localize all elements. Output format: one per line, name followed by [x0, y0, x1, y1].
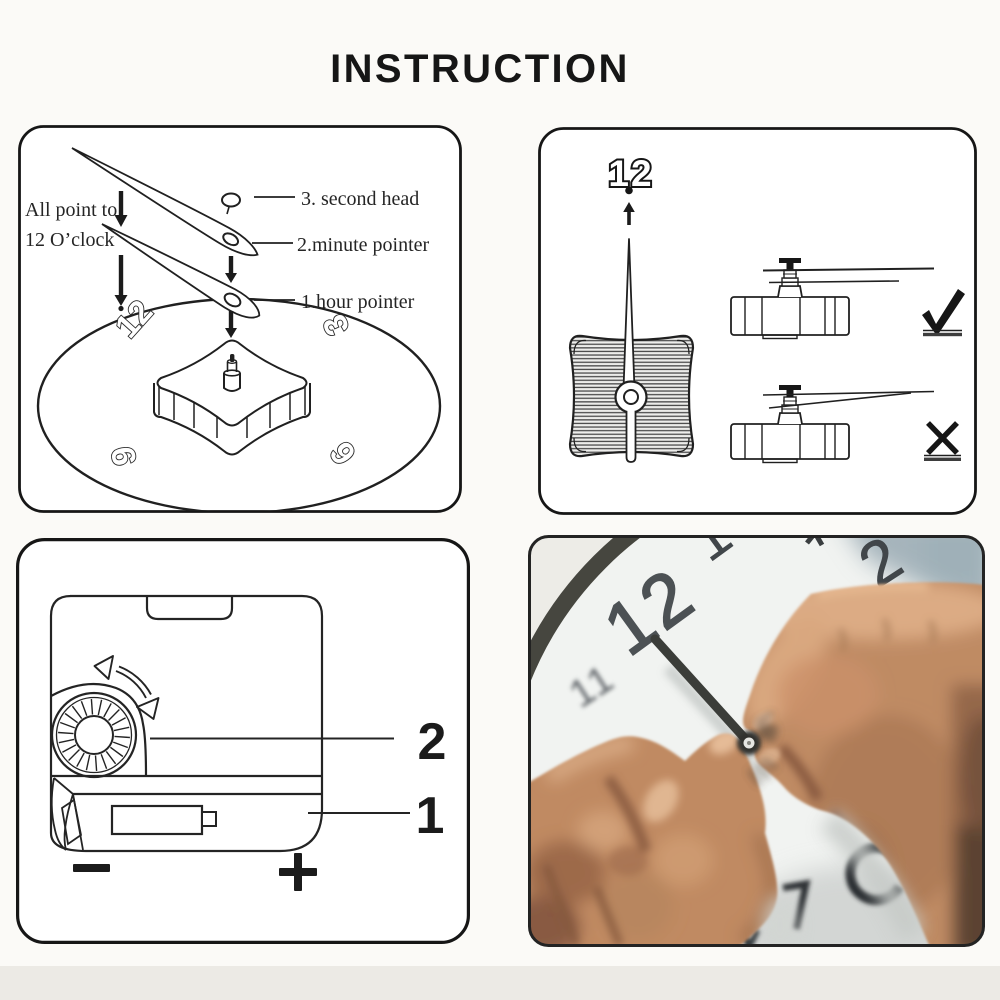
svg-text:All point to: All point to: [25, 199, 117, 221]
svg-text:2.minute pointer: 2.minute pointer: [297, 234, 430, 256]
svg-text:2: 2: [418, 713, 447, 771]
svg-text:1.hour pointer: 1.hour pointer: [301, 291, 415, 313]
svg-text:1: 1: [416, 787, 445, 845]
svg-text:3. second head: 3. second head: [301, 188, 419, 210]
svg-text:12 O’clock: 12 O’clock: [25, 229, 114, 251]
